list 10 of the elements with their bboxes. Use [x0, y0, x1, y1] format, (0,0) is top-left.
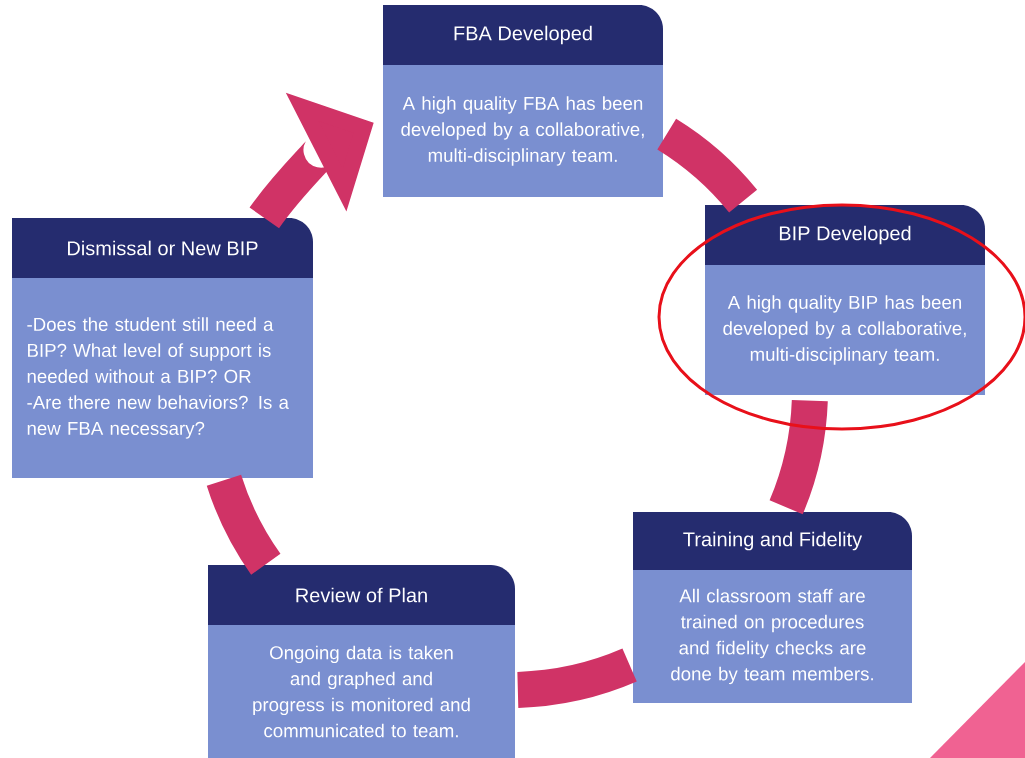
card-body: All classroom staff are trained on procedures and fidelity checks are done by team members.	[633, 570, 912, 703]
card-body: A high quality FBA has been developed by a collaborative, multi-disciplinary team.	[383, 65, 663, 197]
card-header: Review of Plan	[208, 565, 515, 625]
card-body: Ongoing data is taken and graphed and progress is monitored and communicated to team.	[208, 625, 515, 758]
card-header: BIP Developed	[705, 205, 985, 265]
card-body: A high quality BIP has been developed by a collaborative, multi-disciplinary team.	[705, 265, 985, 395]
card-header: Training and Fidelity	[633, 512, 912, 570]
card-body: -Does the student still need a BIP? What level of support is needed without a BIP? OR -Are there new behaviors? Is a new FBA necessary?	[12, 278, 313, 478]
card-header: Dismissal or New BIP	[12, 218, 313, 278]
card-header: FBA Developed	[383, 5, 663, 65]
